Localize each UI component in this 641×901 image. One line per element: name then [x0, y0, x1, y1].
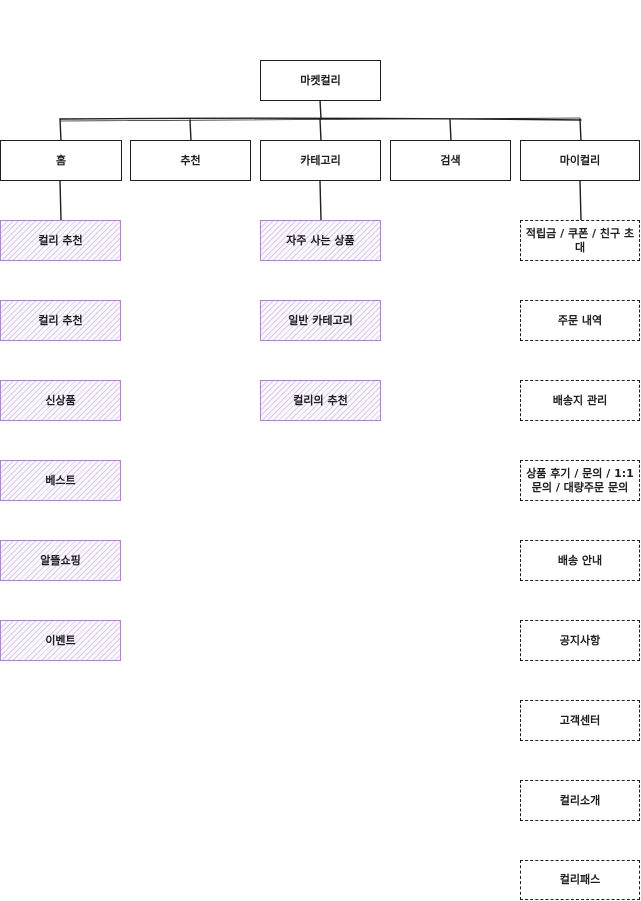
category-label: 추천: [180, 153, 201, 167]
category-label: 카테고리: [300, 153, 341, 167]
category-label: 마이컬리: [559, 153, 601, 167]
connector-bus: [59, 117, 582, 121]
connector-drop-recommend: [189, 119, 192, 142]
mykurly-item-about: 컬리소개: [520, 780, 640, 821]
category-item-general: 일반 카테고리: [260, 300, 381, 341]
category-item-frequent: 자주 사는 상품: [260, 220, 381, 261]
category-item-kurly-pick: 컬리의 추천: [260, 380, 381, 421]
mykurly-item-kurly-pass: 컬리패스: [520, 860, 640, 900]
home-item-label: 컬리 추천: [38, 233, 83, 247]
home-item-label: 알뜰쇼핑: [40, 553, 81, 567]
mykurly-item-points-coupon-invite: 적립금 / 쿠폰 / 친구 초대: [520, 220, 640, 261]
root-node: 마켓컬리: [260, 60, 381, 101]
category-recommend: 추천: [130, 140, 251, 181]
connector-drop-search: [449, 119, 452, 142]
connector-drop-mykurly: [579, 118, 582, 142]
mykurly-item-label: 배송지 관리: [552, 393, 608, 407]
connector-category-child: [319, 180, 322, 221]
category-label: 홈: [55, 153, 67, 167]
mykurly-item-notice: 공지사항: [520, 620, 640, 661]
connector-drop-category: [319, 118, 322, 142]
home-item-label: 베스트: [45, 473, 76, 487]
category-item-label: 자주 사는 상품: [286, 233, 355, 247]
connector-home-child: [59, 180, 62, 221]
mykurly-item-label: 컬리소개: [559, 793, 601, 807]
category-item-label: 컬리의 추천: [293, 393, 348, 407]
mykurly-item-delivery-guide: 배송 안내: [520, 540, 640, 581]
mykurly-item-label: 컬리패스: [559, 873, 601, 887]
category-home: 홈: [0, 140, 122, 181]
connector-root-down: [319, 99, 322, 120]
home-item-label: 컬리 추천: [38, 313, 83, 327]
home-item-kurly-recommend-1: 컬리 추천: [0, 220, 121, 261]
category-search: 검색: [390, 140, 511, 181]
home-item-label: 신상품: [45, 393, 76, 407]
mykurly-item-label: 주문 내역: [557, 313, 603, 327]
home-item-event: 이벤트: [0, 620, 121, 661]
home-item-bargain: 알뜰쇼핑: [0, 540, 121, 581]
category-mykurly: 마이컬리: [520, 140, 640, 181]
connector-mykurly-child: [579, 180, 582, 221]
mykurly-item-customer-center: 고객센터: [520, 700, 640, 741]
mykurly-item-label: 상품 후기 / 문의 / 1:1 문의 / 대량주문 문의: [526, 466, 634, 494]
mykurly-item-address: 배송지 관리: [520, 380, 640, 421]
mykurly-item-order-history: 주문 내역: [520, 300, 640, 341]
root-label: 마켓컬리: [300, 73, 341, 87]
mykurly-item-label: 고객센터: [559, 713, 601, 727]
home-item-best: 베스트: [0, 460, 121, 501]
mykurly-item-label: 배송 안내: [557, 553, 603, 567]
mykurly-item-label: 적립금 / 쿠폰 / 친구 초대: [525, 226, 635, 254]
home-item-new-products: 신상품: [0, 380, 121, 421]
category-label: 검색: [440, 153, 461, 167]
home-item-kurly-recommend-2: 컬리 추천: [0, 300, 121, 341]
mykurly-item-label: 공지사항: [559, 633, 601, 647]
category-item-label: 일반 카테고리: [288, 313, 353, 327]
home-item-label: 이벤트: [45, 633, 76, 647]
mykurly-item-reviews-inquiries: 상품 후기 / 문의 / 1:1 문의 / 대량주문 문의: [520, 460, 640, 501]
category-category: 카테고리: [260, 140, 381, 181]
connector-drop-home: [59, 118, 62, 142]
